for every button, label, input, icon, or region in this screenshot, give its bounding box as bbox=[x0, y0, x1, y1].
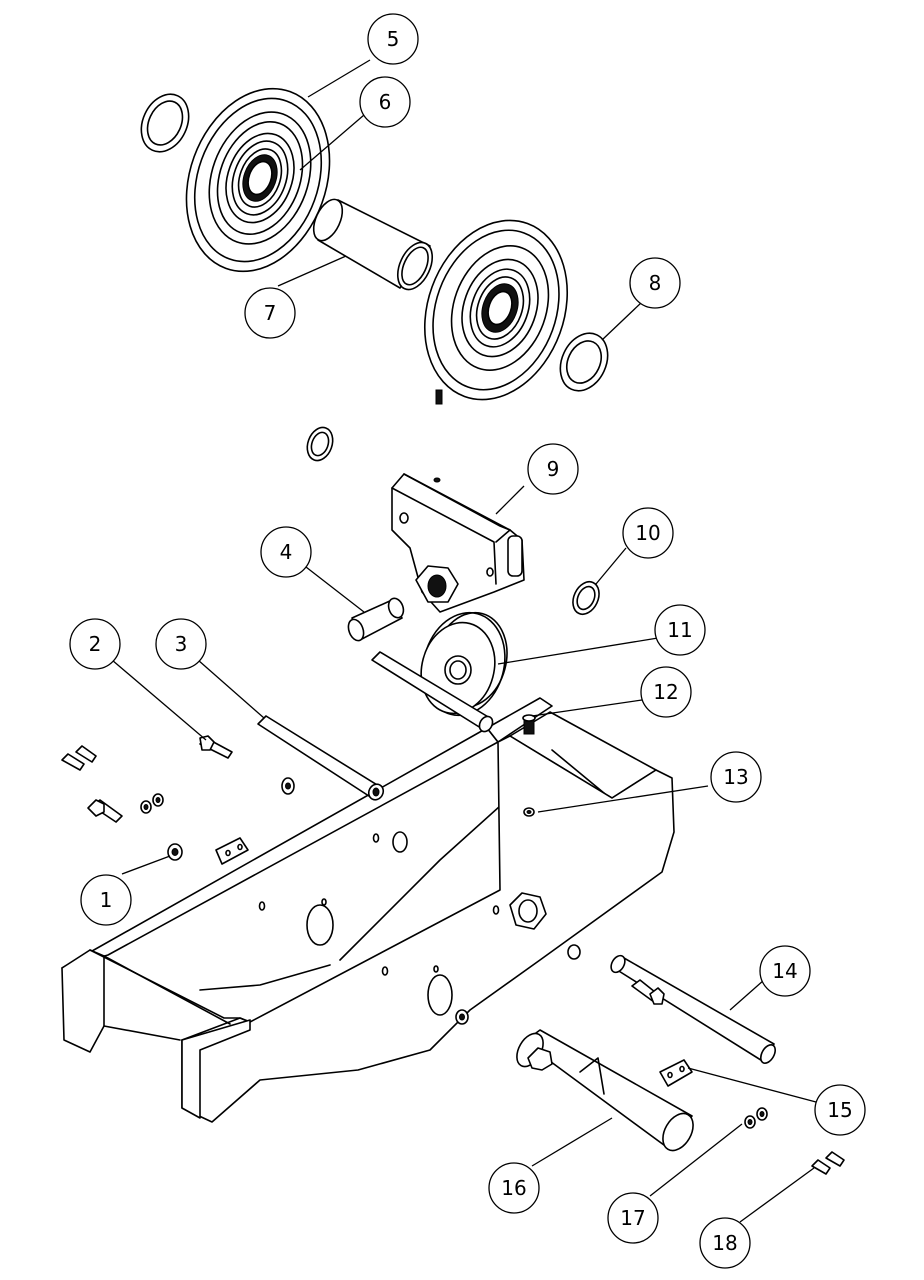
svg-text:13: 13 bbox=[723, 765, 748, 789]
svg-text:18: 18 bbox=[712, 1231, 737, 1255]
callout-15: 15 bbox=[814, 1084, 866, 1136]
pulley-wheel-left bbox=[185, 87, 331, 273]
callout-9: 9 bbox=[527, 443, 579, 495]
washer-left bbox=[140, 93, 190, 153]
callout-12: 12 bbox=[640, 666, 692, 718]
bolts-18 bbox=[811, 1151, 845, 1175]
rod-3 bbox=[257, 715, 385, 801]
pin-14 bbox=[610, 954, 777, 1064]
pulley-wheel-right bbox=[423, 219, 569, 405]
small-plate-left bbox=[215, 837, 249, 865]
callout-18: 18 bbox=[699, 1217, 751, 1269]
washer-small bbox=[306, 426, 334, 462]
callout-1: 1 bbox=[80, 874, 132, 926]
svg-text:6: 6 bbox=[379, 90, 392, 114]
svg-text:2: 2 bbox=[89, 632, 102, 656]
svg-text:10: 10 bbox=[635, 521, 660, 545]
spacer-sleeve bbox=[312, 198, 434, 291]
callout-3: 3 bbox=[155, 618, 207, 670]
callout-16: 16 bbox=[488, 1162, 540, 1214]
axle-rod bbox=[371, 651, 494, 733]
callout-14: 14 bbox=[759, 945, 811, 997]
plate-15 bbox=[659, 1059, 693, 1087]
bolts-small bbox=[61, 745, 295, 861]
svg-text:8: 8 bbox=[649, 271, 662, 295]
callout-17: 17 bbox=[607, 1192, 659, 1244]
pin-4 bbox=[347, 597, 405, 642]
nut-small bbox=[567, 944, 581, 960]
callout-6: 6 bbox=[359, 76, 411, 128]
svg-text:17: 17 bbox=[620, 1206, 645, 1230]
callout-7: 7 bbox=[244, 287, 296, 339]
svg-text:11: 11 bbox=[667, 618, 692, 642]
pivot-bracket bbox=[391, 473, 525, 613]
svg-text:12: 12 bbox=[653, 680, 678, 704]
svg-text:5: 5 bbox=[387, 27, 400, 51]
callout-balloons: 1 2 3 4 5 6 7 8 bbox=[69, 13, 866, 1269]
callout-13: 13 bbox=[710, 751, 762, 803]
callout-11: 11 bbox=[654, 604, 706, 656]
svg-text:16: 16 bbox=[501, 1176, 526, 1200]
svg-text:4: 4 bbox=[280, 540, 293, 564]
bolt-2 bbox=[199, 735, 233, 759]
callout-4: 4 bbox=[260, 526, 312, 578]
svg-text:15: 15 bbox=[827, 1098, 852, 1122]
bolt-12 bbox=[522, 714, 536, 735]
svg-text:1: 1 bbox=[100, 888, 113, 912]
callout-10: 10 bbox=[622, 507, 674, 559]
svg-text:14: 14 bbox=[772, 959, 797, 983]
svg-text:9: 9 bbox=[547, 457, 560, 481]
leader-lines bbox=[111, 59, 817, 1223]
washers-17 bbox=[744, 1107, 768, 1129]
svg-text:3: 3 bbox=[175, 632, 188, 656]
main-frame bbox=[61, 697, 675, 1123]
shaft-16 bbox=[516, 1029, 694, 1152]
washer-10 bbox=[572, 580, 600, 616]
washer-8 bbox=[559, 332, 609, 392]
svg-text:7: 7 bbox=[264, 301, 277, 325]
callout-5: 5 bbox=[367, 13, 419, 65]
callout-2: 2 bbox=[69, 618, 121, 670]
callout-8: 8 bbox=[629, 257, 681, 309]
